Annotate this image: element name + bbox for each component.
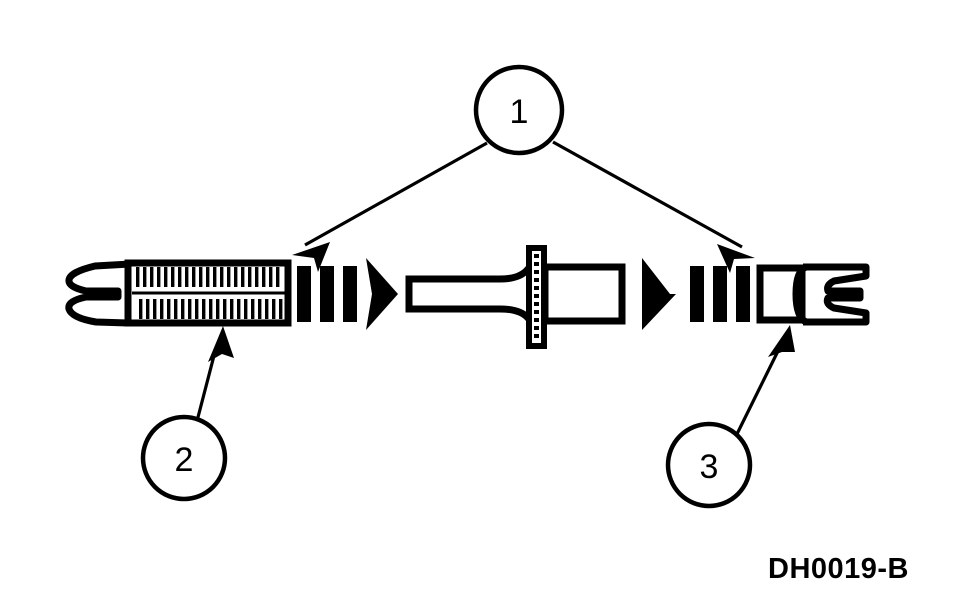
- callout-2[interactable]: 2: [140, 414, 228, 502]
- center-body: [405, 245, 626, 349]
- leader-line-1-left: [304, 141, 488, 247]
- leader-line-3: [734, 348, 781, 437]
- leader-lines-callout-2: [195, 326, 234, 422]
- callout-1-label: 1: [510, 93, 529, 131]
- center-body-right-section: [541, 263, 626, 325]
- rod-thread-teeth-upper: [136, 267, 280, 287]
- leader-line-2: [195, 347, 218, 422]
- leader-arrowhead-1-right: [717, 244, 755, 273]
- motion-arrow-left: [642, 258, 750, 330]
- rod-fork-end: [65, 260, 134, 327]
- motion-arrowhead-right: [366, 258, 398, 330]
- leader-arrowhead-2: [208, 326, 234, 362]
- rod-thread-teeth-lower: [139, 299, 283, 319]
- motion-bar-l1: [690, 266, 704, 322]
- figure-code-label: DH0019-B: [768, 553, 909, 585]
- callout-3-label: 3: [700, 448, 719, 486]
- threaded-adjuster-rod: [65, 259, 292, 327]
- callout-3[interactable]: 3: [665, 421, 753, 509]
- leader-arrowhead-3: [768, 325, 795, 357]
- motion-bar-r3: [343, 266, 357, 322]
- flange-serrations: [534, 254, 539, 338]
- leader-lines-callout-3: [734, 325, 795, 437]
- right-fork-boot: [756, 263, 870, 326]
- motion-arrow-right: [297, 258, 398, 330]
- motion-bar-r2: [320, 266, 334, 322]
- motion-arrowhead-left: [642, 258, 676, 330]
- callout-1[interactable]: 1: [473, 64, 565, 156]
- leader-arrowhead-1-left: [292, 242, 330, 272]
- callout-3-circle[interactable]: [665, 421, 753, 509]
- motion-bar-l2: [713, 266, 727, 322]
- motion-bar-r1: [297, 266, 311, 322]
- boot-waist-ring: [792, 263, 810, 326]
- callout-2-label: 2: [175, 441, 194, 479]
- boot-fork-end: [803, 263, 870, 326]
- callout-1-circle[interactable]: [473, 64, 565, 156]
- callout-2-circle[interactable]: [140, 414, 228, 502]
- leader-lines-callout-1: [304, 140, 743, 249]
- motion-bar-l3: [736, 266, 750, 322]
- leader-line-1-right: [552, 140, 743, 249]
